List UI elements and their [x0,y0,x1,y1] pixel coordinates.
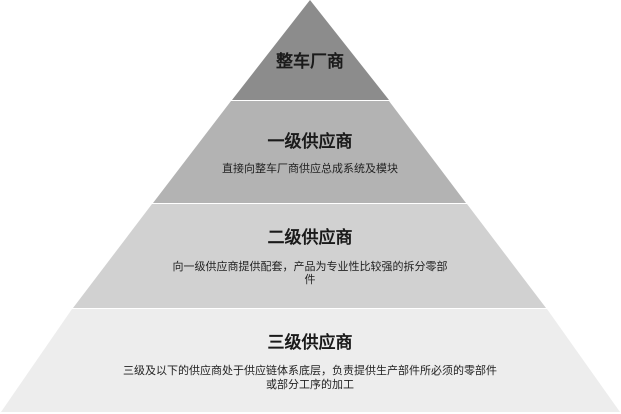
pyramid-tier-oem [232,0,389,100]
pyramid-tier-1 [153,101,466,203]
tier-2-description-line-2: 件 [305,273,316,286]
tier-3-description-line-2: 或部分工序的加工 [266,377,354,391]
tier-3-description-line-1: 三级及以下的供应商处于供应链体系底层，负责提供生产部件所必须的零部件 [123,363,497,377]
pyramid-tier-3 [1,309,620,412]
tier-oem-title: 整车厂商 [276,51,344,72]
tier-2-description-line-1: 向一级供应商提供配套，产品为专业性比较强的拆分零部 [173,259,448,273]
tier-1-title: 一级供应商 [268,131,353,152]
tier-2-title: 二级供应商 [268,227,353,248]
tier-3-title: 三级供应商 [268,332,353,353]
tier-1-description: 直接向整车厂商供应总成系统及模块 [222,161,398,175]
pyramid-tier-2 [73,204,546,308]
